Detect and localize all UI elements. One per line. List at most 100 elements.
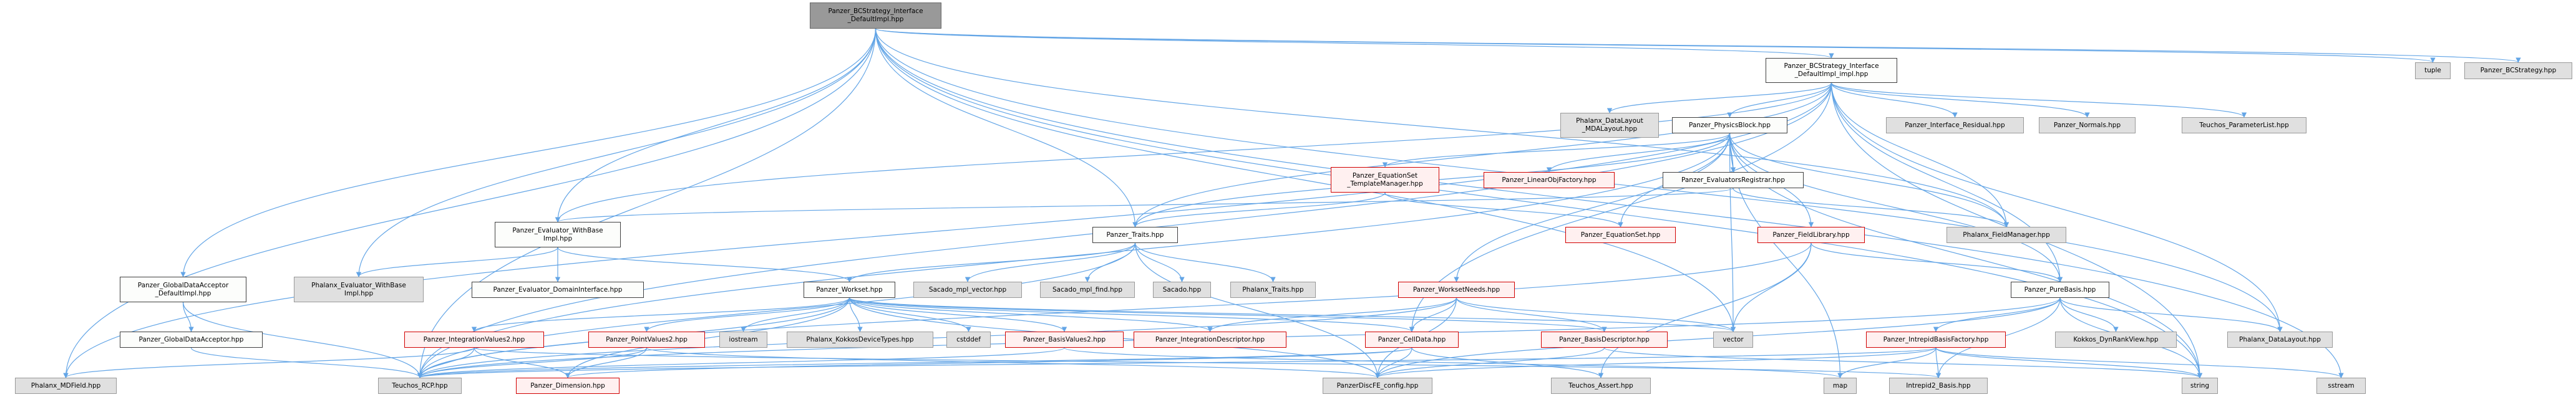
edge-impl-to-fieldmgr: [1830, 82, 2010, 227]
node-label: Panzer_BCStrategy_Interface _DefaultImpl…: [1784, 62, 1879, 78]
edge-ptval2-to-rcp: [417, 347, 648, 378]
node-basisval2[interactable]: Panzer_BasisValues2.hpp: [1005, 332, 1124, 348]
node-fieldmgr[interactable]: Phalanx_FieldManager.hpp: [1947, 227, 2066, 243]
node-evalreg[interactable]: Panzer_EvaluatorsRegistrar.hpp: [1663, 172, 1804, 188]
edge-basisval2-to-rcp: [417, 347, 1065, 378]
node-physicsblock[interactable]: Panzer_PhysicsBlock.hpp: [1672, 117, 1787, 133]
node-label: Panzer_PointValues2.hpp: [606, 335, 688, 343]
node-tuple[interactable]: tuple: [2415, 62, 2451, 79]
node-purebasis[interactable]: Panzer_PureBasis.hpp: [2011, 282, 2109, 298]
node-impl[interactable]: Panzer_BCStrategy_Interface _DefaultImpl…: [1766, 58, 1897, 83]
node-celldata[interactable]: Panzer_CellData.hpp: [1365, 332, 1459, 348]
node-phdatalayout[interactable]: Phalanx_DataLayout.hpp: [2227, 332, 2333, 348]
node-gdadefault[interactable]: Panzer_GlobalDataAcceptor _DefaultImpl.h…: [120, 277, 246, 302]
node-workset[interactable]: Panzer_Workset.hpp: [804, 282, 895, 298]
node-kokkosdev[interactable]: Phalanx_KokkosDeviceTypes.hpp: [787, 332, 933, 348]
node-label: Panzer_Evaluator_WithBase Impl.hpp: [512, 226, 603, 242]
edge-eqsettm-to-eqset: [1384, 192, 1623, 227]
node-dynrank[interactable]: Kokkos_DynRankView.hpp: [2055, 332, 2177, 348]
node-phtraits[interactable]: Phalanx_Traits.hpp: [1230, 282, 1316, 298]
node-rcp[interactable]: Teuchos_RCP.hpp: [378, 378, 462, 394]
edge-basisdesc-to-discfe: [1374, 347, 1605, 378]
node-label: Panzer_BCStrategy.hpp: [2480, 67, 2557, 74]
node-label: Intrepid2_Basis.hpp: [1906, 381, 1971, 390]
edge-root-to-phevalwb: [356, 28, 877, 277]
edge-workset-to-celldata: [848, 297, 1414, 332]
node-sacmplvec[interactable]: Sacado_mpl_vector.hpp: [913, 282, 1022, 298]
edge-gda-to-rcp: [190, 347, 423, 378]
edge-impl-to-purebasis: [1830, 82, 2063, 282]
node-root[interactable]: Panzer_BCStrategy_Interface _DefaultImpl…: [810, 2, 941, 29]
node-evalwb[interactable]: Panzer_Evaluator_WithBase Impl.hpp: [495, 222, 621, 247]
node-label: Panzer_Workset.hpp: [816, 285, 883, 294]
node-wsneeds[interactable]: Panzer_WorksetNeeds.hpp: [1398, 282, 1515, 298]
node-cstddef[interactable]: cstddef: [946, 332, 991, 348]
edge-intval2-to-dimension: [474, 347, 571, 378]
node-mdfield[interactable]: Phalanx_MDField.hpp: [15, 378, 117, 394]
node-label: Panzer_EvaluatorsRegistrar.hpp: [1681, 176, 1785, 184]
edge-celldata-to-rcp: [417, 347, 1412, 378]
edge-workset-to-dimension: [565, 297, 850, 378]
edge-eqsettm-to-traits: [1132, 192, 1386, 227]
edge-evalwb-to-phevalwb: [356, 247, 558, 277]
edge-intval2-to-mdfield: [63, 347, 475, 378]
node-vector[interactable]: vector: [1713, 332, 1753, 348]
node-intrepid2basis[interactable]: Intrepid2_Basis.hpp: [1889, 378, 1988, 394]
node-ptval2[interactable]: Panzer_PointValues2.hpp: [588, 332, 705, 348]
edge-root-to-bcstrategy: [875, 28, 2520, 63]
node-phevalwb[interactable]: Phalanx_Evaluator_WithBase Impl.hpp: [294, 277, 424, 302]
node-string[interactable]: string: [2182, 378, 2218, 394]
edge-evalwb-to-workset: [557, 247, 852, 282]
node-label: Panzer_Evaluator_DomainInterface.hpp: [493, 285, 623, 294]
node-label: PanzerDiscFE_config.hpp: [1336, 381, 1419, 390]
node-map[interactable]: map: [1824, 378, 1857, 394]
node-sacmplfind[interactable]: Sacado_mpl_find.hpp: [1040, 282, 1135, 298]
edge-basisdesc-to-string: [1603, 347, 2202, 378]
node-discfe[interactable]: PanzerDiscFE_config.hpp: [1323, 378, 1432, 394]
node-traits[interactable]: Panzer_Traits.hpp: [1092, 227, 1178, 243]
edge-root-to-mdfield: [63, 28, 877, 378]
node-label: Panzer_EquationSet.hpp: [1580, 231, 1661, 239]
node-paramlist[interactable]: Teuchos_ParameterList.hpp: [2182, 117, 2306, 133]
node-basisdesc[interactable]: Panzer_BasisDescriptor.hpp: [1541, 332, 1668, 348]
node-label: Panzer_CellData.hpp: [1378, 335, 1446, 343]
node-ifresidual[interactable]: Panzer_Interface_Residual.hpp: [1886, 117, 2024, 133]
node-label: Panzer_FieldLibrary.hpp: [1772, 231, 1850, 239]
node-linobj[interactable]: Panzer_LinearObjFactory.hpp: [1484, 172, 1615, 188]
edge-ptval2-to-dimension: [565, 347, 648, 378]
node-label: string: [2190, 381, 2210, 390]
edge-fieldlib-to-purebasis: [1810, 242, 2063, 282]
node-label: Panzer_GlobalDataAcceptor _DefaultImpl.h…: [137, 281, 229, 297]
node-intdesc[interactable]: Panzer_IntegrationDescriptor.hpp: [1134, 332, 1286, 348]
node-label: Panzer_IntegrationValues2.hpp: [423, 335, 525, 343]
edge-physicsblock-to-linobj: [1546, 133, 1731, 173]
edge-root-to-impl: [875, 28, 1834, 59]
edge-root-to-rcp: [417, 28, 877, 378]
node-eqsettm[interactable]: Panzer_EquationSet _TemplateManager.hpp: [1331, 167, 1439, 193]
node-dimension[interactable]: Panzer_Dimension.hpp: [516, 378, 620, 394]
node-intval2[interactable]: Panzer_IntegrationValues2.hpp: [404, 332, 544, 348]
node-intrepidfac[interactable]: Panzer_IntrepidBasisFactory.hpp: [1866, 332, 2006, 348]
node-assert[interactable]: Teuchos_Assert.hpp: [1551, 378, 1651, 394]
node-eqset[interactable]: Panzer_EquationSet.hpp: [1565, 227, 1676, 243]
edge-impl-to-paramlist: [1830, 82, 2247, 118]
edge-workset-to-kokkosdev: [848, 297, 863, 332]
node-mdalayout[interactable]: Phalanx_DataLayout _MDALayout.hpp: [1560, 113, 1659, 138]
edge-workset-to-ptval2: [644, 297, 850, 332]
node-fieldlib[interactable]: Panzer_FieldLibrary.hpp: [1757, 227, 1865, 243]
node-evaldomain[interactable]: Panzer_Evaluator_DomainInterface.hpp: [472, 282, 644, 298]
node-label: Panzer_GlobalDataAcceptor.hpp: [139, 335, 244, 343]
edge-wsneeds-to-celldata: [1409, 297, 1457, 332]
node-label: Panzer_Interface_Residual.hpp: [1905, 121, 2005, 129]
node-label: Phalanx_FieldManager.hpp: [1963, 231, 2050, 239]
node-label: Phalanx_KokkosDeviceTypes.hpp: [806, 335, 914, 343]
node-normals[interactable]: Panzer_Normals.hpp: [2039, 117, 2136, 133]
node-gda[interactable]: Panzer_GlobalDataAcceptor.hpp: [120, 332, 263, 348]
edge-traits-to-phtraits: [1134, 242, 1276, 282]
node-sstream[interactable]: sstream: [2316, 378, 2366, 394]
node-bcstrategy[interactable]: Panzer_BCStrategy.hpp: [2464, 62, 2572, 79]
edge-purebasis-to-intrepidfac: [1933, 297, 2061, 332]
node-iostream[interactable]: iostream: [719, 332, 767, 348]
node-sacado[interactable]: Sacado.hpp: [1153, 282, 1211, 298]
node-label: Phalanx_MDField.hpp: [31, 381, 101, 390]
